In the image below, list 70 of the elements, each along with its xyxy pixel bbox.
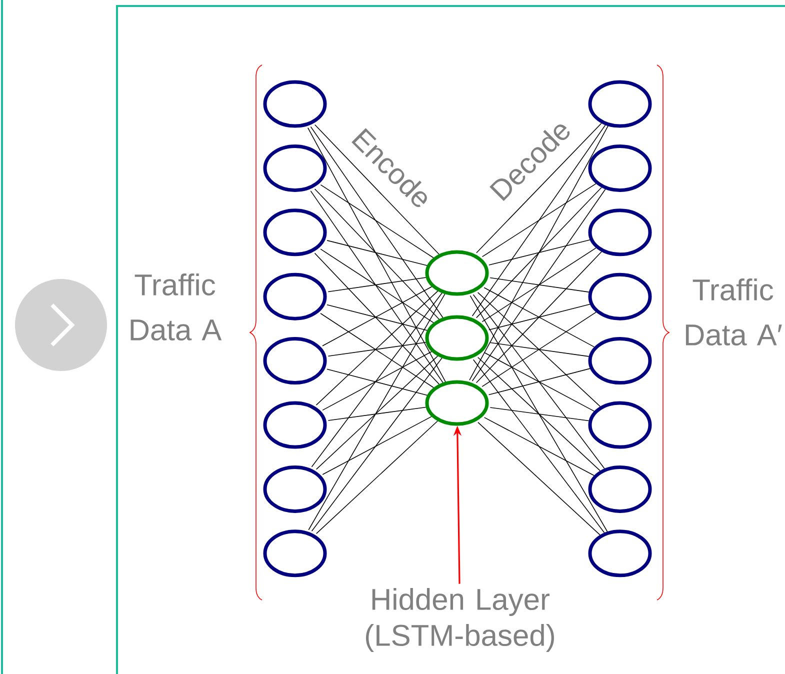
connection-line <box>320 248 434 324</box>
connection-line <box>326 368 428 396</box>
connection-line <box>472 188 606 382</box>
connection-line <box>328 342 426 357</box>
connection-line <box>310 190 444 383</box>
neuron <box>588 80 652 128</box>
neuron <box>425 380 489 426</box>
connection-line <box>482 183 596 258</box>
caption-text: Hidden Layer (LSTM-based) <box>366 588 554 652</box>
connection-line <box>484 417 594 476</box>
neuron <box>263 401 327 449</box>
neuron <box>588 530 652 578</box>
connection-line <box>490 277 590 292</box>
neuron <box>425 315 489 361</box>
connection-line <box>320 184 434 258</box>
connection-line <box>477 356 600 472</box>
connection-line <box>488 304 590 330</box>
connection-line <box>322 351 432 411</box>
connection-line <box>311 358 442 532</box>
connection-line <box>322 286 432 346</box>
connection-line <box>476 122 602 254</box>
connection-line <box>326 304 428 331</box>
neuron <box>588 465 652 513</box>
neuron <box>263 337 327 385</box>
neuron <box>263 208 327 256</box>
neuron <box>263 272 327 320</box>
connection-line <box>310 126 444 318</box>
neuron <box>263 465 327 513</box>
connection-line <box>488 368 590 396</box>
connection-line <box>472 124 606 316</box>
neuron <box>263 144 327 192</box>
connection-line <box>326 240 428 266</box>
connection-line <box>322 416 432 475</box>
connection-line <box>476 251 602 384</box>
neuron <box>588 272 652 320</box>
connection-line <box>469 126 608 380</box>
connection-line <box>478 422 600 536</box>
connection-line <box>308 294 446 530</box>
connection-line <box>490 342 590 357</box>
neuron <box>588 208 652 256</box>
connection-line <box>316 290 438 406</box>
neuron <box>263 80 327 128</box>
connection-line <box>470 295 608 532</box>
connection-line <box>482 248 596 322</box>
connection-line <box>311 292 442 468</box>
connection-line <box>484 287 595 348</box>
neuron <box>425 250 489 296</box>
connection-line <box>320 312 434 388</box>
connection-line <box>472 359 605 534</box>
connection-line <box>314 124 440 255</box>
connection-line <box>307 127 446 382</box>
connection-line <box>314 188 440 320</box>
connection-line <box>477 292 601 407</box>
connection-line <box>472 294 605 469</box>
neuron <box>588 337 652 385</box>
connection-line <box>314 252 440 385</box>
connection-line <box>482 312 596 387</box>
connection-line <box>476 187 602 318</box>
neuron <box>588 144 652 192</box>
connection-line <box>328 277 426 292</box>
neuron <box>588 401 652 449</box>
axis-label: Traffic Data A′ <box>686 278 782 346</box>
connection-line <box>484 352 595 412</box>
axis-label: Traffic Data A <box>130 273 222 341</box>
connection-line <box>490 407 590 422</box>
connection-line <box>488 240 590 266</box>
connection-line <box>328 406 426 421</box>
connection-line <box>316 420 438 534</box>
neuron <box>263 530 327 578</box>
connection-line <box>316 356 438 470</box>
